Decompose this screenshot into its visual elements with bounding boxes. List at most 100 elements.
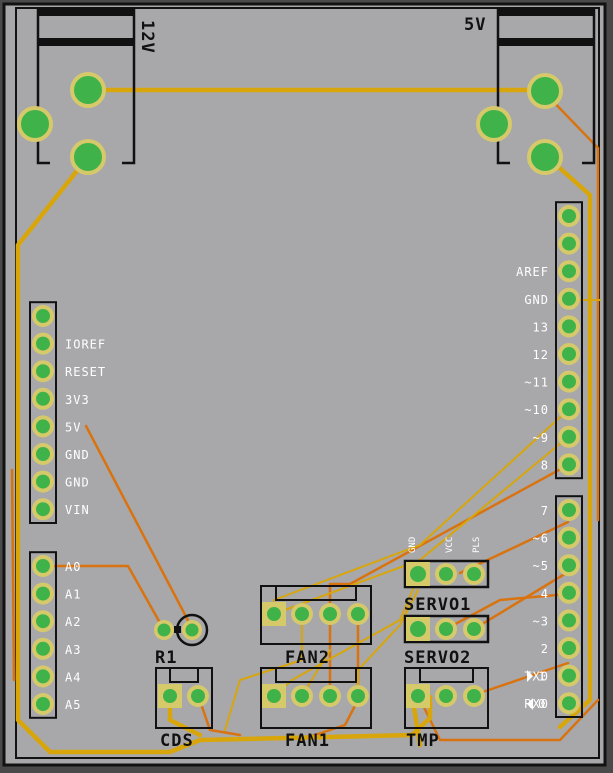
analog-header-pin xyxy=(32,637,54,660)
right-upper-header: AREF GND 13 12 ~11 ~10 ~9 8 xyxy=(516,201,583,480)
digital-high-header-pin xyxy=(558,205,580,227)
tx-arrow-icon xyxy=(527,670,533,682)
analog-header-label: A5 xyxy=(65,698,81,712)
analog-header-pin xyxy=(32,582,54,605)
digital-low-header-pin xyxy=(558,499,580,521)
digital-high-header-pin xyxy=(558,232,580,255)
servo2-label: SERVO2 xyxy=(404,648,471,668)
jack-5v-pad-1 xyxy=(527,73,563,109)
digital-high-header-label: ~11 xyxy=(524,376,549,390)
power-header-outline xyxy=(29,301,57,525)
power-jack-5v: 5V xyxy=(464,8,596,165)
servo1-connector: SERVO1 xyxy=(403,559,490,615)
digital-low-header-label: 7 xyxy=(541,504,549,518)
power-header-pin xyxy=(32,415,54,438)
digital-low-header-label: ~5 xyxy=(533,559,549,573)
digital-low-header-label: ~3 xyxy=(533,614,549,628)
bottom-traces xyxy=(10,91,600,742)
digital-high-header-pin xyxy=(558,453,580,476)
digital-high-header-label: 12 xyxy=(533,348,549,362)
fan1-label: FAN1 xyxy=(285,731,330,751)
digital-low-header-pin xyxy=(558,637,580,659)
digital-low-header-label: 2 xyxy=(541,642,549,656)
digital-low-header-pin xyxy=(558,692,580,715)
servo2-connector: SERVO2 xyxy=(403,614,490,668)
analog-header-label: A0 xyxy=(65,560,81,574)
power-header-label: IOREF xyxy=(65,338,106,352)
jack-12v-pad-2 xyxy=(17,106,53,142)
analog-header-outline xyxy=(29,551,57,719)
power-header-pin xyxy=(32,387,54,410)
fan1-connector: FAN1 xyxy=(260,667,372,751)
power-header-label: 5V xyxy=(65,420,81,434)
digital-high-header-label: GND xyxy=(524,293,549,307)
digital-high-header-pin xyxy=(558,425,580,448)
digital-high-header-pin xyxy=(558,370,580,393)
power-header-label: 3V3 xyxy=(65,393,90,407)
digital-high-header-outline xyxy=(555,201,583,480)
analog-header-pin xyxy=(32,610,54,633)
analog-header-pin xyxy=(32,693,54,715)
servo-header-labels: GND VCC PLS xyxy=(408,537,482,553)
cds-sensor: CDS xyxy=(155,667,213,751)
analog-header-label: A2 xyxy=(65,615,81,629)
rx-arrow-icon xyxy=(527,698,533,710)
left-power-header: IOREF RESET 3V3 5V GND GND VIN xyxy=(29,301,106,525)
power-header-pin xyxy=(32,470,54,493)
jack-5v-pad-3 xyxy=(527,139,563,175)
tmp-label: TMP xyxy=(406,731,440,751)
analog-header-pin xyxy=(32,665,54,688)
digital-high-header-label: 8 xyxy=(541,458,549,472)
power-jack-12v: 12V xyxy=(36,8,157,165)
jack-5v-pad-2 xyxy=(476,106,512,142)
digital-low-header-pin xyxy=(558,581,580,604)
digital-low-header-suffix: 1 xyxy=(538,670,546,684)
fan2-label: FAN2 xyxy=(285,648,330,668)
power-header-label: GND xyxy=(65,476,90,490)
power-header-label: GND xyxy=(65,448,90,462)
fan2-connector: FAN2 xyxy=(260,585,372,668)
digital-high-header-pin xyxy=(558,315,580,338)
digital-low-header-label: 4 xyxy=(541,587,549,601)
digital-low-header-pin xyxy=(558,526,580,549)
digital-high-header-label: ~10 xyxy=(524,403,549,417)
digital-low-header-pin xyxy=(558,554,580,577)
digital-high-header-label: ~9 xyxy=(533,431,549,445)
jack-12v-pad-1 xyxy=(70,72,106,108)
servo-pls-label: PLS xyxy=(472,537,482,553)
r1-label: R1 xyxy=(155,648,177,668)
power-header-label: RESET xyxy=(65,365,106,379)
digital-high-header-label: 13 xyxy=(533,320,549,334)
digital-low-header-suffix: 0 xyxy=(538,697,546,711)
power-header-pin xyxy=(32,498,54,521)
analog-header-label: A1 xyxy=(65,588,81,602)
digital-high-header-pin xyxy=(558,398,580,421)
power-header-label: VIN xyxy=(65,503,90,517)
digital-high-header-pin xyxy=(558,343,580,365)
cds-label: CDS xyxy=(160,731,194,751)
analog-header-pin xyxy=(32,555,54,577)
digital-high-header-pin xyxy=(558,287,580,310)
digital-low-header-pin xyxy=(558,664,580,687)
digital-high-header-label: AREF xyxy=(516,265,549,279)
tmp-sensor: TMP xyxy=(404,667,489,751)
jack-12v-pad-3 xyxy=(70,139,106,175)
digital-low-header-label: ~6 xyxy=(533,532,549,546)
servo-vcc-label: VCC xyxy=(445,537,455,553)
power-header-pin xyxy=(32,332,54,355)
digital-high-header-pin xyxy=(558,260,580,283)
r1-resistor: R1 xyxy=(154,613,209,668)
jack-pads xyxy=(17,72,563,175)
analog-header-label: A3 xyxy=(65,643,81,657)
digital-low-header-label: TX0 xyxy=(524,670,549,684)
jack-5v-label: 5V xyxy=(464,15,486,35)
analog-header-label: A4 xyxy=(65,670,81,684)
digital-low-header-pin xyxy=(558,609,580,632)
digital-low-header-label: RX0 xyxy=(524,697,549,711)
power-header-pin xyxy=(32,443,54,465)
power-header-pin xyxy=(32,360,54,383)
power-header-pin xyxy=(32,305,54,327)
